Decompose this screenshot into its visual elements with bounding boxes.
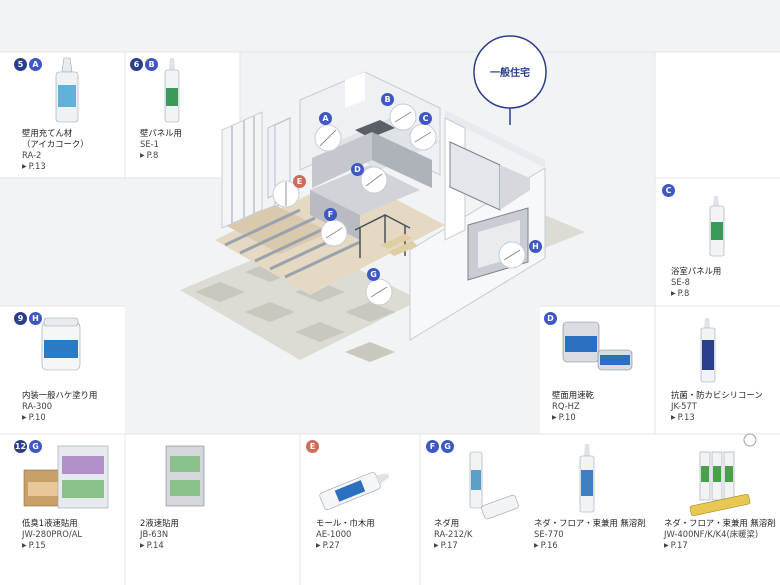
product-name: 低臭1液速貼用 bbox=[22, 518, 78, 528]
badge-group-12g: 12 G bbox=[14, 440, 42, 453]
product-code: SE-8 bbox=[671, 277, 690, 287]
badge-group-c: C bbox=[662, 184, 675, 197]
product-ra2[interactable]: 壁用充てん材 （アイカコーク） RA-2 P.13 bbox=[22, 128, 89, 172]
badge-group-9h: 9 H bbox=[14, 312, 42, 325]
product-page: P.8 bbox=[140, 150, 182, 161]
product-code: RA-300 bbox=[22, 401, 53, 411]
badge-letter: H bbox=[29, 312, 42, 325]
badge-number: 9 bbox=[14, 312, 27, 325]
product-image-jw280 bbox=[23, 445, 109, 509]
badge-letter-f: F bbox=[426, 440, 439, 453]
product-jw280pro[interactable]: 低臭1液速貼用 JW-280PRO/AL P.15 bbox=[22, 518, 82, 551]
product-image-ra212 bbox=[469, 451, 519, 520]
product-name: 抗菌・防カビシリコーン bbox=[671, 390, 763, 400]
product-se770[interactable]: ネダ・フロア・束兼用 無溶剤 SE-770 P.16 bbox=[534, 518, 646, 551]
product-image-ae1000 bbox=[319, 471, 390, 510]
product-code: AE-1000 bbox=[316, 529, 352, 539]
product-ra212[interactable]: ネダ用 RA-212/K P.17 bbox=[434, 518, 472, 551]
product-code: RA-2 bbox=[22, 150, 42, 160]
product-code: JW-280PRO/AL bbox=[22, 529, 83, 539]
product-name: 壁用充てん材 bbox=[22, 128, 73, 138]
badge-group-e: E bbox=[306, 440, 319, 453]
product-page: P.8 bbox=[671, 288, 721, 299]
badge-letter: G bbox=[29, 440, 42, 453]
product-name: 内装一般ハケ塗り用 bbox=[22, 390, 98, 400]
product-jw400nf[interactable]: ネダ・フロア・束兼用 無溶剤 JW-400NF/K/K4(床暖梁) P.17 bbox=[664, 518, 776, 551]
badge-number: 6 bbox=[130, 58, 143, 71]
product-code: JK-57T bbox=[671, 401, 697, 411]
panel-top-left bbox=[0, 52, 240, 178]
product-name: 2液速貼用 bbox=[140, 518, 179, 528]
callout-g: G bbox=[367, 268, 380, 281]
product-code: JB-63N bbox=[140, 529, 169, 539]
badge-letter: B bbox=[145, 58, 158, 71]
product-ra300[interactable]: 内装一般ハケ塗り用 RA-300 P.10 bbox=[22, 390, 97, 423]
callout-c: C bbox=[419, 112, 432, 125]
panel-bottom bbox=[0, 434, 780, 585]
badge-letter: D bbox=[544, 312, 557, 325]
badge-number: 12 bbox=[14, 440, 27, 453]
callout-d: D bbox=[351, 163, 364, 176]
product-image-jw400nf bbox=[689, 433, 757, 517]
product-se1[interactable]: 壁パネル用 SE-1 P.8 bbox=[140, 128, 182, 161]
product-image-rqhz bbox=[562, 321, 633, 371]
product-se8[interactable]: 浴室パネル用 SE-8 P.8 bbox=[671, 266, 721, 299]
product-jb63n[interactable]: 2液速貼用 JB-63N P.14 bbox=[140, 518, 179, 551]
product-code: SE-770 bbox=[534, 529, 564, 539]
product-image-jb63n bbox=[165, 445, 205, 507]
badge-letter: E bbox=[306, 440, 319, 453]
product-page: P.17 bbox=[664, 540, 776, 551]
badge-group-5a: 5 A bbox=[14, 58, 42, 71]
badge-group-fg: F G bbox=[426, 440, 454, 453]
badge-number: 5 bbox=[14, 58, 27, 71]
product-page: P.17 bbox=[434, 540, 472, 551]
product-page: P.13 bbox=[671, 412, 763, 423]
badge-letter: C bbox=[662, 184, 675, 197]
product-name: ネダ・フロア・束兼用 無溶剤 bbox=[664, 518, 776, 528]
product-name: ネダ用 bbox=[434, 518, 460, 528]
product-image-ra300 bbox=[41, 317, 81, 371]
product-name: 壁パネル用 bbox=[140, 128, 182, 138]
product-ae1000[interactable]: モール・巾木用 AE-1000 P.27 bbox=[316, 518, 375, 551]
callout-h: H bbox=[529, 240, 542, 253]
callout-f: F bbox=[324, 208, 337, 221]
badge-group-6b: 6 B bbox=[130, 58, 158, 71]
callout-a: A bbox=[319, 112, 332, 125]
product-image-ra2 bbox=[55, 57, 79, 123]
product-image-se770 bbox=[579, 444, 595, 513]
house-label: 一般住宅 bbox=[490, 68, 530, 79]
product-image-se8 bbox=[709, 196, 725, 257]
product-page: P.10 bbox=[22, 412, 97, 423]
product-page: P.16 bbox=[534, 540, 646, 551]
product-page: P.14 bbox=[140, 540, 179, 551]
callout-e: E bbox=[293, 175, 306, 188]
product-name: 壁面用速乾 bbox=[552, 390, 594, 400]
panel-right-top bbox=[655, 52, 780, 178]
product-page: P.15 bbox=[22, 540, 82, 551]
product-page: P.27 bbox=[316, 540, 375, 551]
product-name: ネダ・フロア・束兼用 無溶剤 bbox=[534, 518, 646, 528]
badge-group-d: D bbox=[544, 312, 557, 325]
product-image-jk57t bbox=[700, 318, 716, 383]
product-code: RQ-HZ bbox=[552, 401, 580, 411]
badge-letter: A bbox=[29, 58, 42, 71]
product-image-se1 bbox=[164, 58, 180, 123]
callout-b: B bbox=[381, 93, 394, 106]
product-code: JW-400NF/K/K4(床暖梁) bbox=[664, 529, 759, 539]
product-rqhz[interactable]: 壁面用速乾 RQ-HZ P.10 bbox=[552, 390, 594, 423]
product-name: モール・巾木用 bbox=[316, 518, 375, 528]
product-code: RA-212/K bbox=[434, 529, 473, 539]
product-page: P.10 bbox=[552, 412, 594, 423]
badge-letter-g: G bbox=[441, 440, 454, 453]
product-name-sub: （アイカコーク） bbox=[22, 139, 89, 149]
product-page: P.13 bbox=[22, 161, 89, 172]
product-code: SE-1 bbox=[140, 139, 159, 149]
product-name: 浴室パネル用 bbox=[671, 266, 722, 276]
product-jk57t[interactable]: 抗菌・防カビシリコーン JK-57T P.13 bbox=[671, 390, 763, 423]
